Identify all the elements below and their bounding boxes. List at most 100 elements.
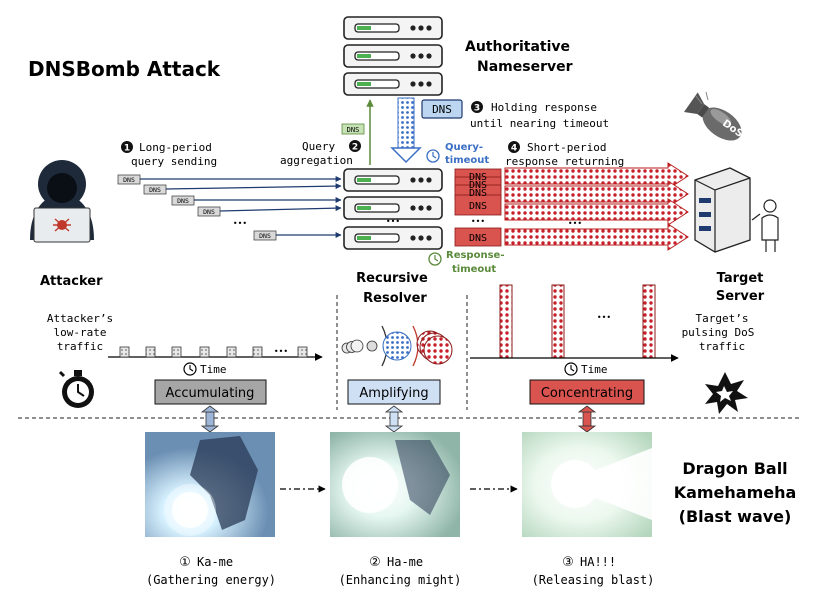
amplification-icon — [341, 325, 453, 367]
target-traffic-line2: pulsing DoS — [682, 326, 755, 339]
time-clock-icon-left — [183, 362, 197, 376]
link-arrow-concentrating — [577, 405, 597, 433]
time-label-right: Time — [581, 363, 608, 376]
response-flood-arrows — [504, 162, 689, 251]
frame-1-image — [145, 432, 275, 537]
resolver-ellipsis: ••• — [386, 217, 400, 226]
step2-number: 2 — [352, 143, 358, 153]
stopwatch-icon — [58, 370, 94, 408]
concentrating-label: Concentrating — [541, 386, 633, 401]
amplifying-label: Amplifying — [359, 386, 428, 401]
query-timeout-clock-icon — [426, 149, 440, 163]
low-rate-packets — [119, 346, 308, 358]
frame-1-title: Ka-me — [197, 555, 233, 569]
query-tag-text-2: DNS — [149, 186, 161, 194]
stacked-dns-responses — [454, 168, 502, 247]
dragonball-line1: Dragon Ball — [682, 459, 787, 478]
step4-badge — [508, 141, 520, 153]
dragonball-line2: Kamehameha — [674, 483, 797, 502]
attacker-label: Attacker — [40, 274, 103, 289]
step2-line2: aggregation — [280, 154, 353, 167]
forwarded-dns-tag — [341, 123, 365, 135]
dragonball-line3: (Blast wave) — [679, 507, 792, 526]
pulse-ellipsis: ••• — [597, 313, 611, 322]
query-arrows — [140, 176, 342, 238]
forwarded-dns-tag-text: DNS — [347, 126, 360, 134]
query-ellipsis: ••• — [233, 219, 247, 228]
step3-number: 3 — [474, 104, 480, 114]
response-ellipsis: ••• — [471, 217, 485, 226]
query-timeout-line2: timeout — [445, 155, 489, 166]
frame-2-number: ② — [369, 555, 381, 570]
concentrating-box — [529, 379, 645, 405]
query-dns-tags — [117, 174, 277, 241]
attacker-icon — [30, 160, 94, 243]
response-tag-text-2: DNS — [469, 180, 487, 191]
response-timeout-clock-icon — [428, 252, 442, 266]
step2-badge — [349, 140, 361, 152]
attacker-traffic-line1: Attacker’s — [47, 312, 113, 325]
time-clock-icon-right — [564, 362, 578, 376]
low-rate-ellipsis: ••• — [274, 347, 288, 356]
target-label-line2: Server — [716, 289, 765, 304]
step3-line2: until nearing timeout — [470, 117, 609, 130]
query-timeout-line1: Query- — [445, 142, 483, 153]
frame-2-desc: (Enhancing might) — [339, 573, 462, 587]
nameserver-label-line2: Nameserver — [477, 59, 573, 75]
response-tag-text-5: DNS — [469, 233, 487, 244]
bomb-icon — [683, 91, 742, 141]
link-arrow-amplifying — [384, 405, 404, 433]
target-traffic-line1: Target’s — [696, 312, 749, 325]
step4-number: 4 — [511, 144, 517, 154]
held-response-tag-text: DNS — [432, 103, 452, 116]
target-traffic-line3: traffic — [699, 340, 745, 353]
response-tag-text-1: DNS — [469, 172, 487, 183]
frame-2-image — [330, 432, 460, 537]
nameserver-label-line1: Authoritative — [465, 39, 570, 55]
held-response-tag — [421, 99, 463, 119]
explosion-icon — [705, 372, 748, 414]
amplifying-box — [347, 379, 441, 405]
query-tag-text-5: DNS — [259, 232, 271, 240]
recursive-resolver-icon — [343, 168, 443, 250]
attacker-traffic-line3: traffic — [57, 340, 103, 353]
step2-line1: Query — [302, 140, 335, 153]
query-tag-text-3: DNS — [177, 197, 189, 205]
frame-3-desc: (Releasing blast) — [532, 573, 655, 587]
frame-1-desc: (Gathering energy) — [146, 573, 276, 587]
resolver-label-line1: Recursive — [356, 271, 428, 286]
accumulating-box — [154, 379, 267, 405]
frame-3-image — [522, 432, 652, 537]
target-server-icon — [694, 167, 779, 253]
frame-2-title: Ha-me — [387, 555, 423, 569]
frame-3-title: HA!!! — [580, 555, 616, 569]
step4-line1: Short-period — [527, 141, 606, 154]
step1-line2: query sending — [131, 155, 217, 168]
authoritative-nameserver-icon — [343, 16, 443, 96]
frame-1-number: ① — [179, 555, 191, 570]
query-tag-text-1: DNS — [123, 176, 135, 184]
pulsing-bars — [499, 284, 656, 359]
accumulating-label: Accumulating — [166, 386, 255, 401]
time-label-left: Time — [200, 363, 227, 376]
target-label-line1: Target — [717, 271, 764, 286]
frame-3-number: ③ — [562, 555, 574, 570]
step1-number: 1 — [124, 144, 130, 154]
query-tag-text-4: DNS — [203, 208, 215, 216]
attacker-traffic-line2: low-rate — [54, 326, 107, 339]
step4-line2: response returning — [505, 155, 624, 168]
link-arrow-accumulating — [200, 405, 220, 433]
aggregated-query-arrow — [390, 97, 422, 164]
resolver-label-line2: Resolver — [363, 291, 427, 306]
response-timeout-line2: timeout — [452, 264, 496, 275]
response-timeout-line1: Response- — [446, 250, 504, 261]
response-tag-text-3: DNS — [469, 188, 487, 199]
diagram-title: DNSBomb Attack — [28, 57, 221, 81]
step1-line1: Long-period — [139, 141, 212, 154]
step1-badge — [121, 141, 133, 153]
step3-badge — [471, 101, 483, 113]
flood-ellipsis: ••• — [568, 219, 582, 228]
step3-line1: Holding response — [491, 101, 597, 114]
response-tag-text-4: DNS — [469, 201, 487, 212]
